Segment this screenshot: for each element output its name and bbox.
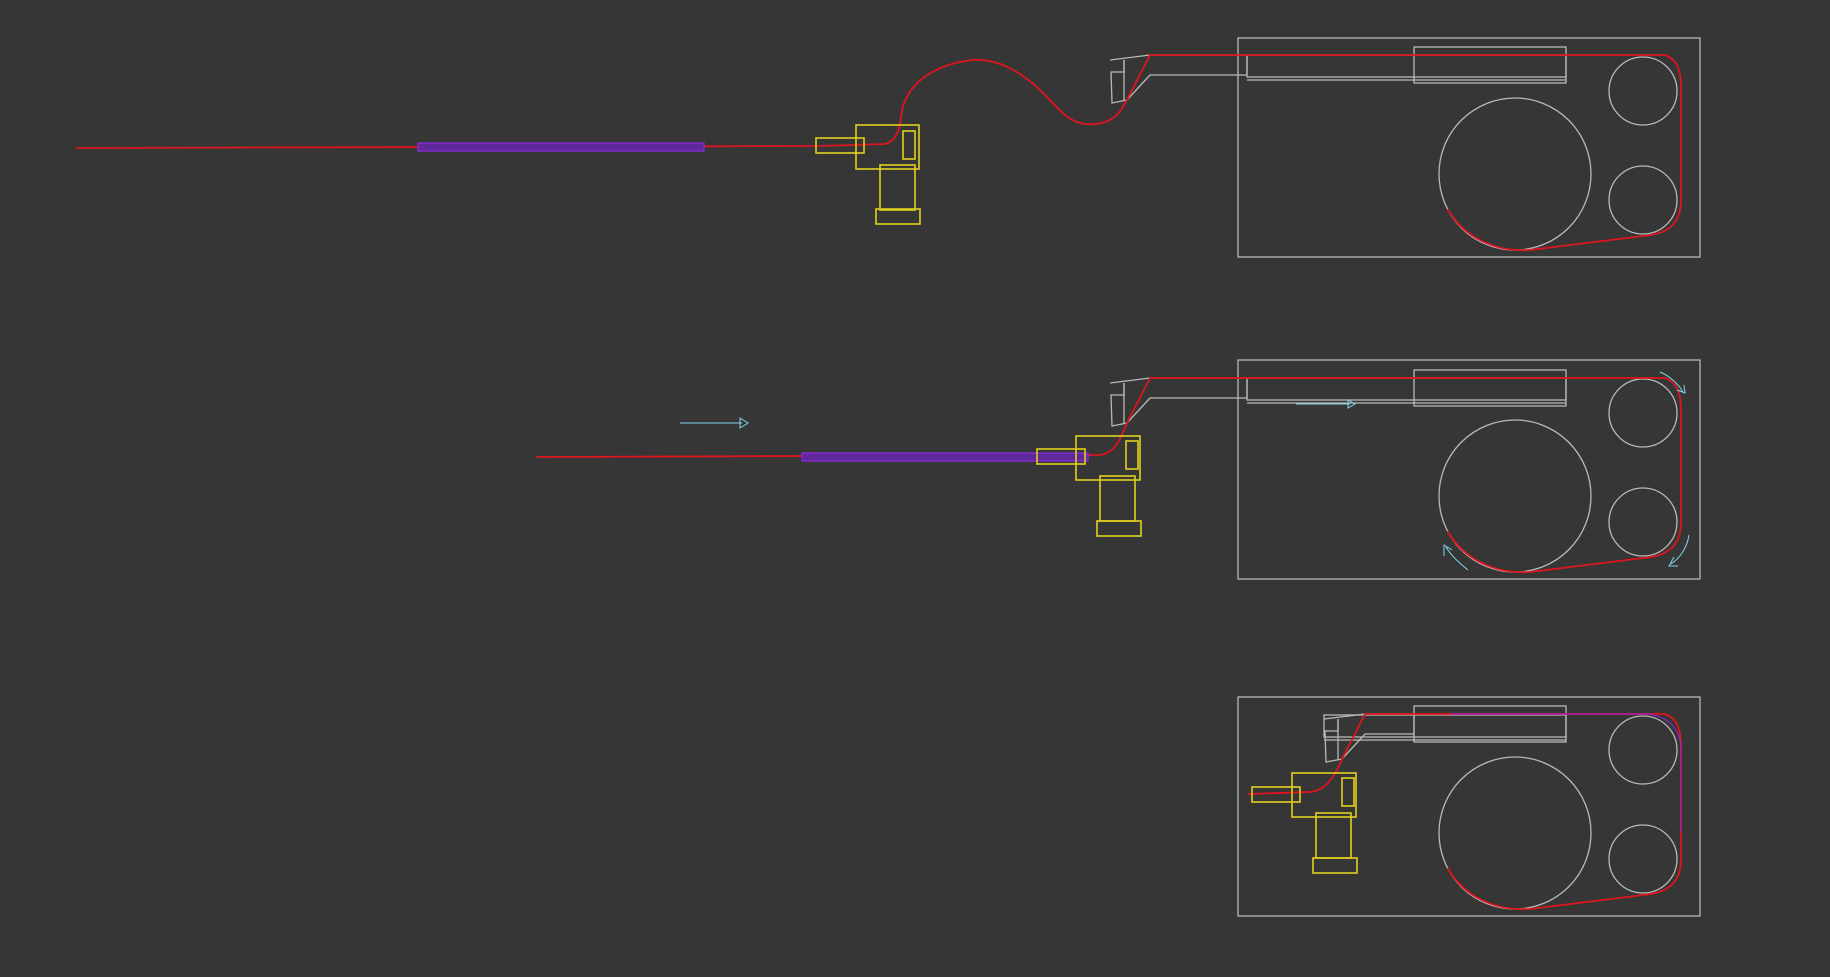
lower-roller <box>1608 824 1678 894</box>
handle-base <box>1312 857 1358 874</box>
handle-device <box>1036 435 1142 537</box>
upper-roller-arrow <box>1659 371 1686 394</box>
advance-arrow <box>680 417 749 429</box>
sheath-segment <box>417 142 705 152</box>
handle-body <box>1291 772 1357 818</box>
handle-device <box>1251 772 1358 874</box>
panel-stage-2 <box>536 359 1701 580</box>
support-arm <box>1109 377 1248 427</box>
handle-body <box>1075 435 1141 481</box>
clamp-block <box>1413 46 1567 84</box>
handle-lock <box>1125 440 1139 470</box>
unit-housing <box>1237 37 1701 258</box>
support-arm <box>1109 54 1248 104</box>
guidewire <box>1247 713 1682 911</box>
guide-track <box>1246 377 1567 401</box>
lower-roller <box>1608 165 1678 235</box>
guide-track <box>1323 714 1567 738</box>
lower-roller-arrow <box>1668 534 1690 567</box>
handle-body <box>855 124 920 170</box>
handle-nose <box>1036 448 1086 465</box>
clamp-block <box>1413 369 1567 407</box>
panel-stage-3 <box>1237 696 1701 917</box>
handle-lock <box>902 130 916 160</box>
sheath-segment <box>1452 713 1682 832</box>
feeder-unit <box>1109 37 1701 258</box>
guide-track <box>1246 54 1567 78</box>
panel-stage-1 <box>76 37 1701 258</box>
feeder-unit <box>1237 696 1701 917</box>
reel-arrow <box>1443 544 1469 571</box>
handle-grip <box>879 164 916 211</box>
handle-nose <box>1251 786 1301 803</box>
guidewire <box>76 54 1682 252</box>
upper-roller <box>1608 56 1678 126</box>
unit-housing <box>1237 359 1701 580</box>
handle-base <box>1096 520 1142 537</box>
handle-nose <box>815 137 865 154</box>
unit-housing <box>1237 696 1701 917</box>
guidewire <box>536 377 1682 574</box>
handle-grip <box>1099 475 1136 522</box>
track-arrow <box>1296 399 1357 409</box>
upper-roller <box>1608 715 1678 785</box>
handle-grip <box>1315 812 1352 859</box>
handle-lock <box>1341 777 1355 807</box>
motion-arrows <box>680 371 1690 571</box>
handle-device <box>815 124 921 225</box>
sheath-segment <box>801 452 1089 462</box>
feeder-unit <box>1109 359 1701 580</box>
upper-roller <box>1608 378 1678 448</box>
lower-roller <box>1608 487 1678 557</box>
handle-base <box>875 208 921 225</box>
